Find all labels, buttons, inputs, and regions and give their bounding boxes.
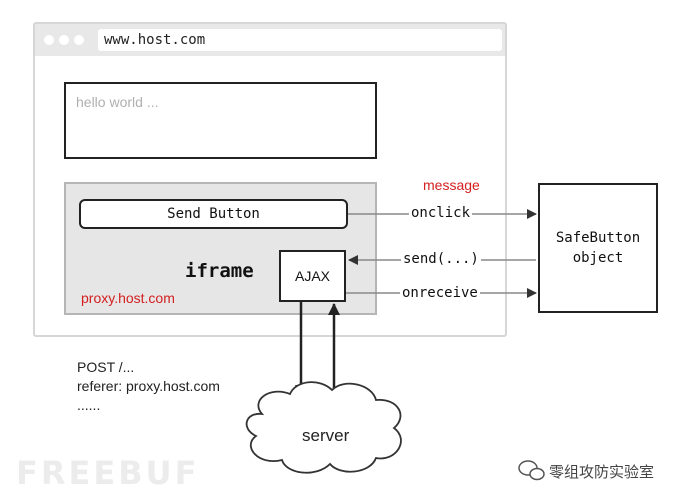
ajax-box: AJAX [279,250,346,302]
safebutton-object-box: SafeButton object [538,183,658,313]
request-line-method: POST /... [77,359,135,375]
window-dot-icon [59,35,69,45]
page-text-box [64,82,377,159]
send-button[interactable]: Send Button [79,199,348,229]
freebuf-watermark: FREEBUF [16,454,200,492]
send-label: send(...) [401,251,481,267]
brand-label: 零组攻防实验室 [549,464,655,481]
request-line-referer: referer: proxy.host.com [77,378,220,394]
server-label: server [302,426,350,445]
window-dot-icon [74,35,84,45]
page-text-content: hello world ... [76,94,159,110]
request-line-ellipsis: ...... [77,397,101,413]
iframe-label: iframe [185,260,254,282]
wechat-icon [518,460,545,481]
iframe-origin-label: proxy.host.com [81,290,175,306]
server-cloud-icon [245,381,402,474]
message-header: message [423,177,480,193]
safebutton-title: SafeButton [555,230,641,246]
safebutton-subtitle: object [572,250,624,266]
onreceive-label: onreceive [400,285,480,301]
onclick-label: onclick [409,205,473,221]
address-bar[interactable]: www.host.com [98,29,502,51]
window-dot-icon [44,35,54,45]
